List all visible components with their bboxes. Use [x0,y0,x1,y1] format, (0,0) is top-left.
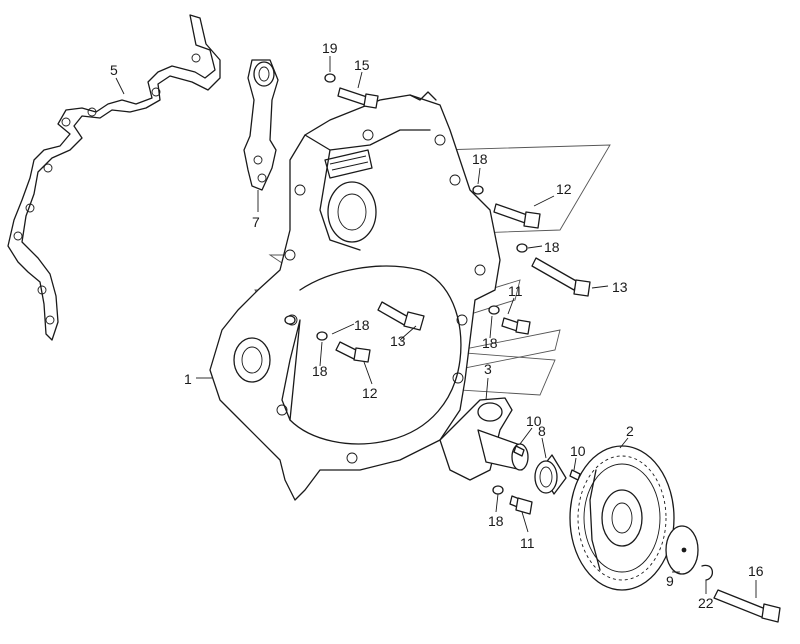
callout-13-b: 13 [390,333,406,349]
plate-part-7 [243,59,279,191]
callout-1: 1 [184,371,192,387]
gasket-part-5 [7,14,221,341]
circlip-part-22 [701,564,713,581]
callout-7: 7 [252,214,260,230]
callout-19: 19 [322,40,338,56]
callout-22: 22 [698,595,714,611]
callout-11-b: 11 [520,535,535,551]
callout-9: 9 [666,573,674,589]
washers [284,73,528,495]
callout-10-b: 10 [570,443,586,459]
callout-13-a: 13 [612,279,628,295]
callout-3: 3 [484,361,492,377]
washer-part-9 [665,525,699,575]
housing-part-1 [209,91,501,501]
callout-18-b: 18 [544,239,560,255]
idler-hub-part-3 [439,397,529,481]
callout-labels: 5 7 19 15 18 12 18 13 11 18 13 18 18 12 … [110,40,764,611]
gear-part-2 [569,445,675,591]
leader-lines [115,56,757,598]
callout-18-d: 18 [482,335,498,351]
callout-16: 16 [748,563,764,579]
callout-18-f: 18 [488,513,504,529]
bushing-part-8 [534,454,567,495]
callout-18-c: 18 [354,317,370,333]
callout-11-a: 11 [508,283,523,299]
callout-18-e: 18 [312,363,328,379]
callout-12-b: 12 [362,385,378,401]
callout-8: 8 [538,423,546,439]
callout-5: 5 [110,62,118,78]
callout-15: 15 [354,57,370,73]
callout-2: 2 [626,423,634,439]
bolt-part-16 [713,589,781,623]
callout-18-a: 18 [472,151,488,167]
callout-10-a: 10 [526,413,542,429]
brand-plate [324,149,373,179]
callout-12-a: 12 [556,181,572,197]
bolts [335,87,591,515]
